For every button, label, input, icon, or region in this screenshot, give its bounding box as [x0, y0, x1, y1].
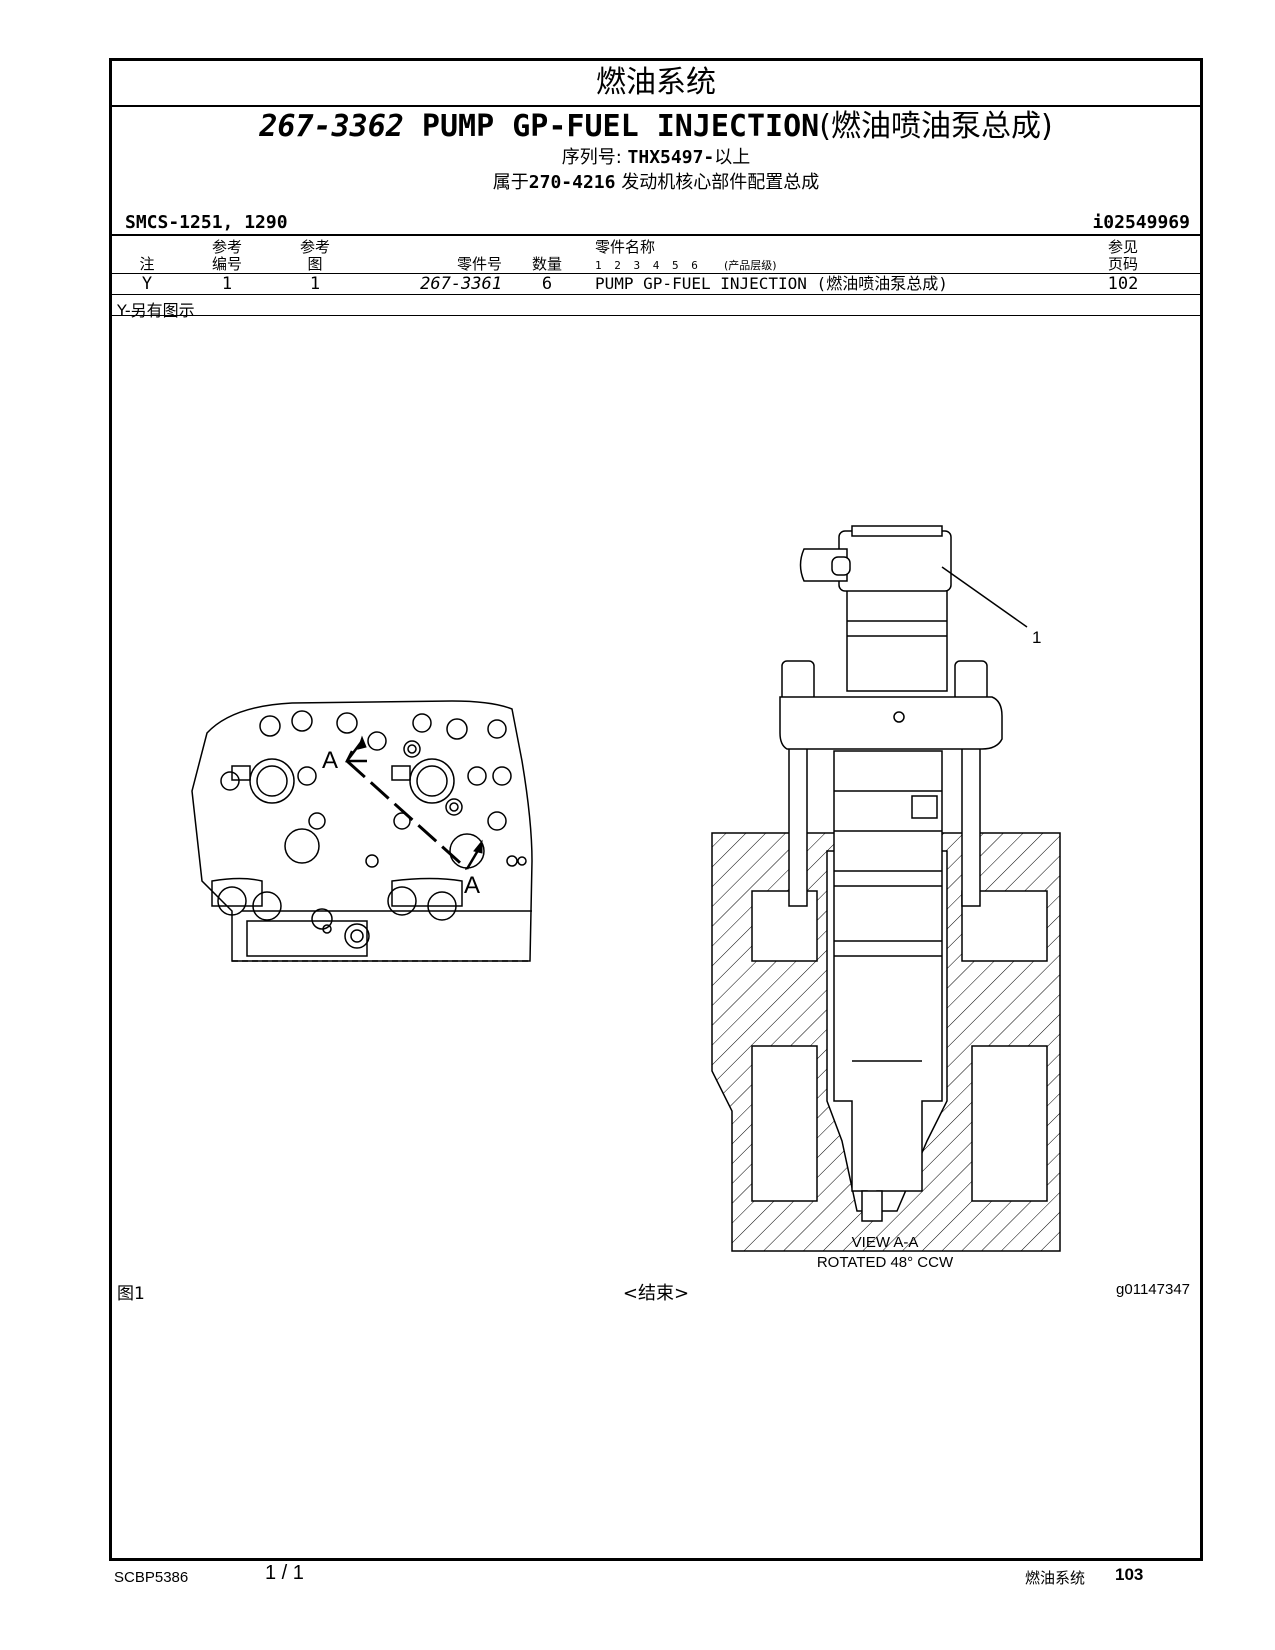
serial-line: 序列号: THX5497-以上	[112, 145, 1200, 170]
part-title: 267-3362 PUMP GP-FUEL INJECTION(燃油喷油泵总成)	[112, 109, 1200, 145]
cylinder-head-top-view	[191, 700, 533, 962]
col-ref-fig-bottom: 图	[307, 255, 323, 273]
footer-section: 燃油系统	[1025, 1569, 1086, 1587]
page-frame: 燃油系统 267-3362 PUMP GP-FUEL INJECTION(燃油喷…	[109, 58, 1203, 1561]
end-mark: <结束>	[622, 1283, 690, 1304]
part-name: PUMP GP-FUEL INJECTION	[421, 109, 820, 144]
footer-page-number: 103	[1115, 1565, 1144, 1584]
row-part-no: 267-3361	[420, 274, 502, 294]
smcs-code: SMCS-1251, 1290	[125, 212, 288, 233]
fuel-injector	[779, 525, 1003, 1222]
section-title: 燃油系统	[112, 61, 1200, 107]
footer-doc-id: SCBP5386	[114, 1569, 189, 1586]
footnote-rule	[112, 315, 1200, 316]
leader-line	[941, 566, 1028, 628]
serial-value: THX5497-	[627, 147, 715, 168]
col-ref-fig-top: 参考	[299, 238, 330, 256]
col-ref-no-top: 参考	[211, 238, 242, 256]
serial-label: 序列号:	[561, 147, 622, 168]
row-name: PUMP GP-FUEL INJECTION (燃油喷油泵总成)	[595, 274, 948, 293]
col-note: 注	[139, 255, 155, 273]
belongs-name: 发动机核心部件配置总成	[621, 172, 820, 193]
serial-suffix: 以上	[714, 147, 751, 168]
belongs-part: 270-4216	[528, 172, 616, 193]
row-page: 102	[1107, 274, 1139, 294]
part-name-zh: (燃油喷油泵总成)	[819, 109, 1053, 144]
col-ref-no-bottom: 编号	[211, 255, 242, 273]
row-ref-fig: 1	[309, 274, 321, 294]
figure-illustration: A A	[191, 525, 1061, 1271]
col-page-top: 参见	[1107, 238, 1138, 256]
section-letter-a-1: A	[322, 747, 338, 774]
callout-1: 1	[1032, 628, 1041, 647]
view-caption-2: ROTATED 48° CCW	[817, 1254, 954, 1271]
graphic-id: g01147347	[1116, 1281, 1190, 1298]
belongs-line: 属于270-4216 发动机核心部件配置总成	[112, 170, 1200, 195]
view-caption-1: VIEW A-A	[852, 1234, 919, 1251]
table-top-rule	[112, 234, 1200, 236]
title-block: 267-3362 PUMP GP-FUEL INJECTION(燃油喷油泵总成)…	[112, 109, 1200, 195]
document-ident: i02549969	[1092, 212, 1190, 233]
row-ref-no: 1	[221, 274, 233, 294]
row-rule	[112, 294, 1200, 295]
col-qty: 数量	[531, 255, 562, 273]
col-name: 零件名称	[595, 238, 656, 256]
col-page-bottom: 页码	[1107, 255, 1138, 273]
part-number: 267-3362	[259, 109, 404, 144]
belongs-prefix: 属于	[492, 172, 529, 193]
section-line-a-a	[344, 735, 483, 871]
footer-page-of: 1 / 1	[265, 1562, 304, 1584]
figure-label: 图1	[117, 1284, 145, 1304]
section-letter-a-2: A	[464, 872, 480, 899]
col-levels: 1 2 3 4 5 6	[595, 259, 698, 272]
header-rule	[112, 273, 1200, 274]
row-qty: 6	[541, 274, 553, 294]
col-part-no: 零件号	[456, 255, 502, 273]
col-levels-note: (产品层级)	[724, 259, 777, 272]
row-note: Y	[141, 274, 153, 294]
